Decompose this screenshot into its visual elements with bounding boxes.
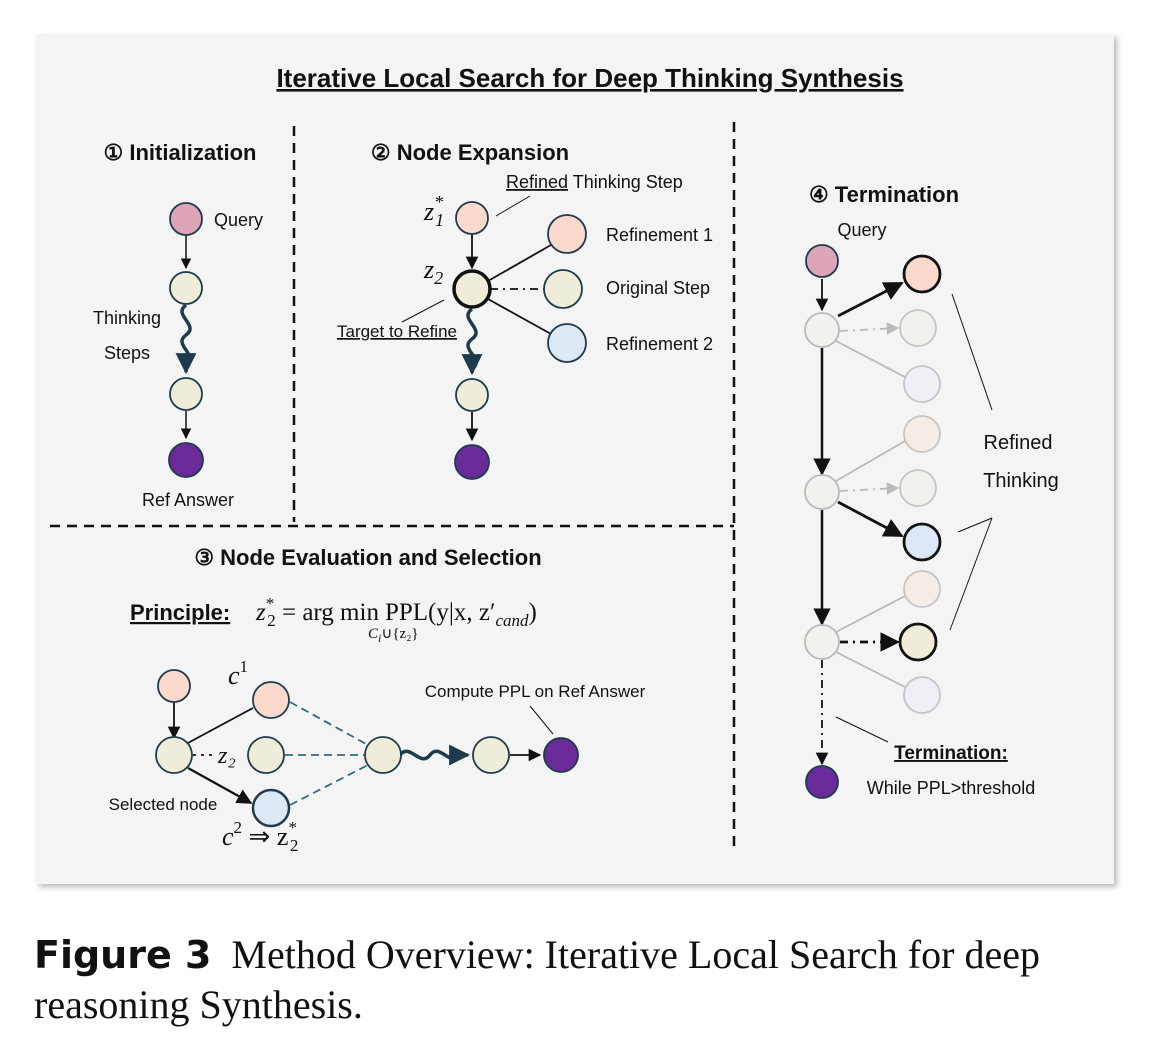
term-faded-node: [903, 365, 941, 403]
answer-node: [543, 737, 579, 773]
step-node: [455, 378, 489, 412]
refinement-2-node: [547, 323, 587, 363]
target-to-refine-label: Target to Refine: [337, 322, 457, 341]
term-faded-node: [899, 309, 937, 347]
thinking-label: Thinking: [983, 470, 1059, 492]
init-heading: ① Initialization: [104, 140, 257, 165]
selected-node: [155, 736, 193, 774]
section-node-evaluation: ③ Node Evaluation and Selection Principl…: [109, 545, 646, 855]
init-query-label: Query: [214, 210, 263, 230]
candidate-z2-node: [247, 736, 285, 774]
thinking-steps-wave: [175, 303, 197, 375]
term-selected-refinement-node: [898, 622, 938, 662]
step-node: [169, 377, 203, 411]
c1-label: c1: [228, 657, 248, 690]
answer-node: [168, 442, 204, 478]
term-faded-node: [903, 676, 941, 714]
term-step-node: [804, 474, 840, 510]
termination-condition: While PPL>threshold: [867, 778, 1036, 798]
expand-wave: [461, 307, 483, 376]
section-node-expansion: ② Node Expansion Refined Thinking Step z…: [337, 140, 713, 480]
term-selected-refinement-node: [902, 522, 942, 562]
original-step-label: Original Step: [606, 278, 710, 298]
diagram-title: Iterative Local Search for Deep Thinking…: [276, 63, 903, 93]
method-diagram: Iterative Local Search for Deep Thinking…: [36, 34, 1114, 884]
term-step-node: [804, 312, 840, 348]
refinement-1-node: [547, 214, 587, 254]
eval-heading: ③ Node Evaluation and Selection: [194, 545, 541, 570]
term-query-label: Query: [837, 220, 886, 240]
term-faded-node: [903, 570, 941, 608]
selected-node-label: Selected node: [109, 795, 218, 814]
candidate-c2-node: [251, 788, 291, 828]
init-steps-label: Steps: [104, 343, 150, 363]
z2-candidate-label: z₂: [217, 743, 236, 769]
candidate-c1-node: [252, 681, 290, 719]
refined-step-node: [455, 201, 489, 235]
figure-caption: Figure 3 Method Overview: Iterative Loca…: [34, 930, 1154, 1030]
term-faded-node: [903, 415, 941, 453]
figure-label: Figure 3: [34, 933, 212, 977]
section-initialization: ① Initialization Query Thinking Steps Re…: [93, 140, 263, 510]
term-heading: ④ Termination: [809, 182, 959, 207]
term-selected-refinement-node: [902, 254, 942, 294]
section-termination: ④ Termination Query: [804, 182, 1059, 799]
init-thinking-label: Thinking: [93, 308, 161, 328]
eval-wave: [398, 744, 471, 766]
refined-step-node: [157, 669, 191, 703]
init-ref-answer-label: Ref Answer: [142, 490, 234, 510]
term-faded-node: [899, 469, 937, 507]
original-step-node: [543, 269, 583, 309]
diagram-panel: [36, 34, 1114, 884]
compute-ppl-label: Compute PPL on Ref Answer: [425, 682, 646, 701]
step-node: [169, 271, 203, 305]
z1-star-label: z*1: [423, 192, 444, 230]
query-node: [169, 202, 203, 236]
expand-heading: ② Node Expansion: [371, 140, 569, 165]
refinement-1-label: Refinement 1: [606, 225, 713, 245]
formula-under: Ci∪{z₂}: [368, 626, 419, 645]
c2-arrow-label: c2 ⇒ z*2: [222, 818, 298, 855]
eval-step-node: [364, 736, 402, 774]
answer-node: [454, 444, 490, 480]
refinement-2-label: Refinement 2: [606, 334, 713, 354]
z2-label: z2: [423, 255, 443, 288]
caption-text: Method Overview: Iterative Local Search …: [34, 932, 1040, 1027]
refined-thinking-step-label: Refined Thinking Step: [506, 172, 683, 192]
principle-label: Principle:: [130, 600, 230, 625]
refined-label: Refined: [984, 432, 1053, 454]
eval-step-node: [472, 736, 510, 774]
term-answer-node: [805, 765, 839, 799]
target-node: [452, 269, 492, 309]
term-query-node: [805, 244, 839, 278]
termination-label: Termination:: [894, 743, 1008, 764]
term-step-node: [804, 624, 840, 660]
